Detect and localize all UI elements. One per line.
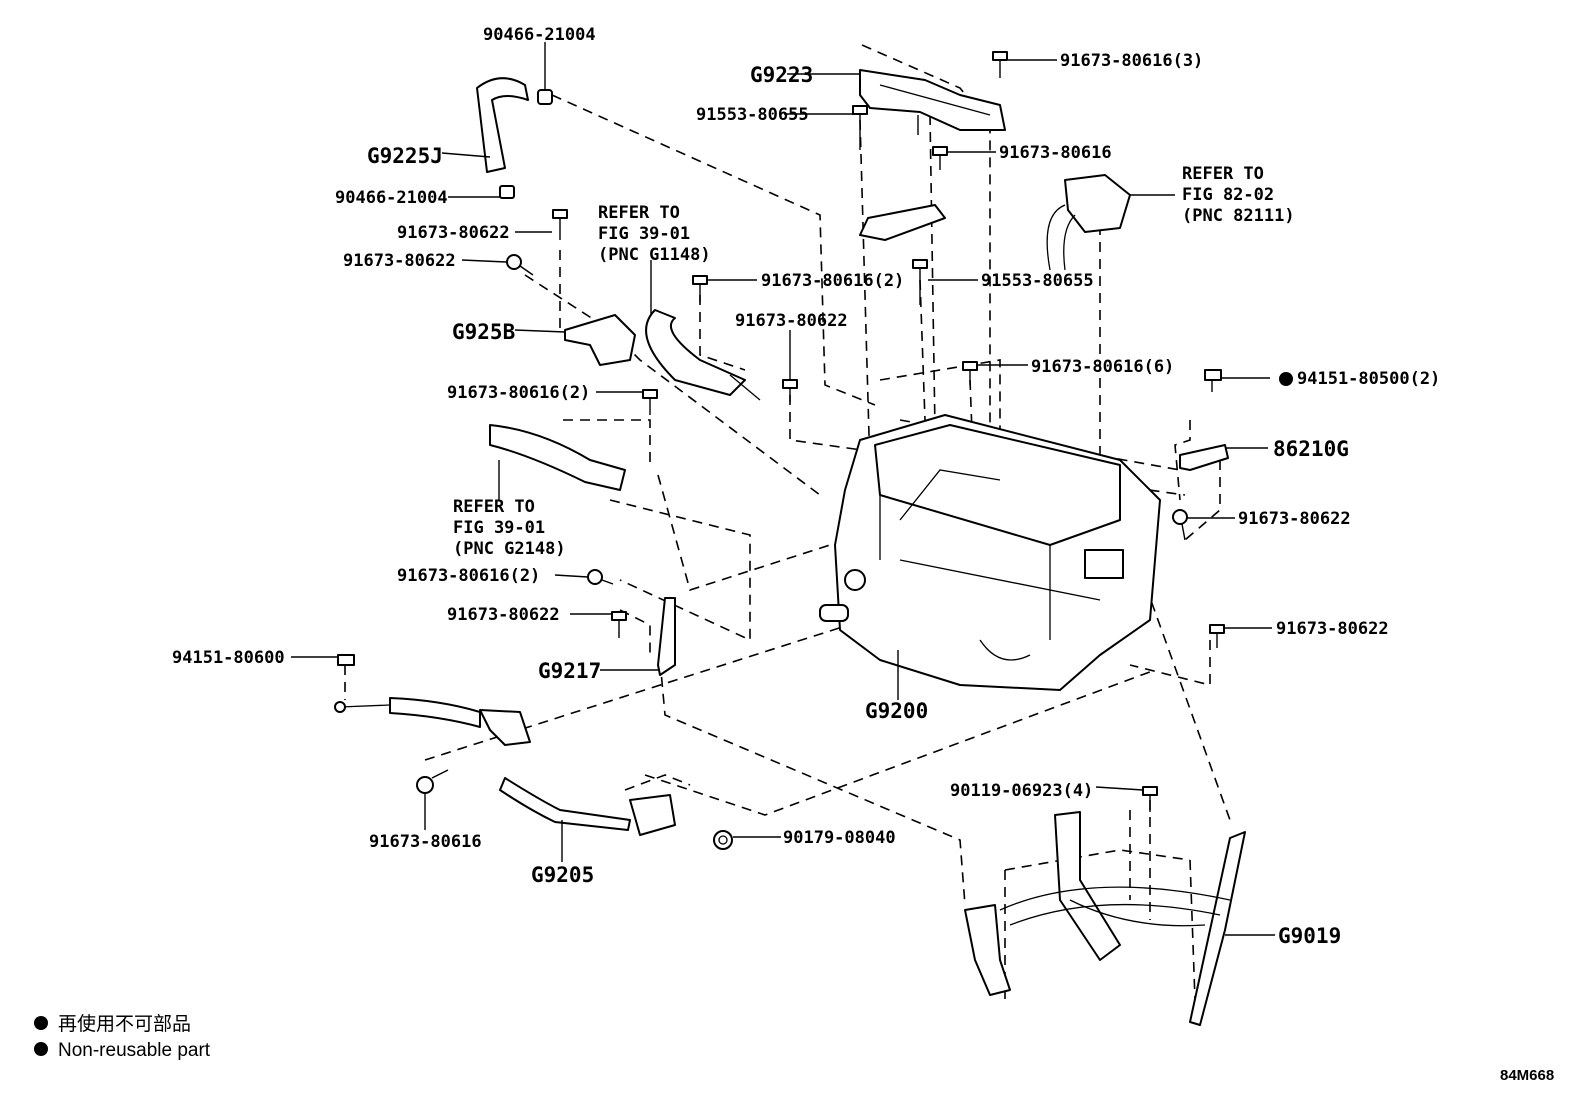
nut-icon (337, 654, 355, 666)
reference-line: REFER TO (453, 497, 535, 517)
frame-g9019 (964, 811, 1246, 1026)
reference-line: (PNC 82111) (1182, 206, 1295, 226)
label-90179-08040: 90179-08040 (783, 828, 896, 848)
label-90466-21004-bottom: 90466-21004 (335, 188, 448, 208)
hose-g9225j (476, 77, 553, 199)
cable-g9205 (499, 777, 676, 836)
reference-82111: REFER TO FIG 82-02 (PNC 82111) (1182, 164, 1295, 226)
bolt-icon (992, 51, 1008, 78)
label-91673-80616-3: 91673-80616(3) (1060, 51, 1203, 71)
legend-text-jp: 再使用不可部品 (58, 1013, 191, 1035)
bolt-icon (1172, 509, 1188, 541)
bolt-icon (416, 769, 449, 794)
label-91553-80655-a: 91553-80655 (696, 105, 809, 125)
plate-center (859, 204, 946, 241)
cable-ref-82111 (1046, 174, 1131, 271)
label-g9200: G9200 (865, 699, 928, 723)
leader-lines (291, 42, 1275, 936)
label-g9217: G9217 (538, 659, 601, 683)
cable-left-assembly (334, 697, 531, 746)
label-91673-80616-a: 91673-80616 (999, 143, 1112, 163)
label-g9225j: G9225J (367, 144, 443, 168)
label-91673-80616-2-c: 91673-80616(2) (397, 566, 540, 586)
bolt-icon (587, 569, 614, 585)
reference-g2148: REFER TO FIG 39-01 (PNC G2148) (453, 497, 566, 559)
legend-bullet-icon (34, 1016, 48, 1030)
reference-line: FIG 39-01 (453, 518, 545, 538)
hose-ref-g1148 (645, 309, 761, 401)
label-g925b: G925B (452, 320, 515, 344)
label-g9205: G9205 (531, 863, 594, 887)
bolt-icon (962, 361, 978, 385)
cable-g9217 (657, 597, 676, 676)
reference-g1148: REFER TO FIG 39-01 (PNC G1148) (598, 203, 711, 265)
bolt-icon (1209, 624, 1225, 648)
label-g9223: G9223 (750, 63, 813, 87)
reference-line: (PNC G1148) (598, 245, 711, 265)
bracket-86210g (1179, 444, 1229, 471)
bolt-icon (611, 611, 627, 638)
heat-shield-g9223 (859, 69, 1006, 135)
bolt-icon (912, 259, 928, 305)
inverter-assembly-g9200 (819, 414, 1161, 691)
label-91673-80622-a: 91673-80622 (397, 223, 510, 243)
label-86210g: 86210G (1273, 437, 1349, 461)
label-90119-06923-4: 90119-06923(4) (950, 781, 1093, 801)
reference-line: (PNC G2148) (453, 539, 566, 559)
label-91673-80616-6: 91673-80616(6) (1031, 357, 1174, 377)
reference-line: REFER TO (1182, 164, 1264, 184)
label-94151-80500-2: 94151-80500(2) (1297, 369, 1440, 389)
label-91673-80616-b: 91673-80616 (369, 832, 482, 852)
hose-ref-g2148 (489, 424, 626, 491)
legend-text-en: Non-reusable part (58, 1040, 211, 1061)
label-91673-80622-b: 91673-80622 (343, 251, 456, 271)
label-91673-80622-c: 91673-80622 (735, 311, 848, 331)
label-91673-80616-2-b: 91673-80616(2) (447, 383, 590, 403)
label-91673-80616-2-a: 91673-80616(2) (761, 271, 904, 291)
bolt-icon (782, 379, 798, 402)
nut-icon (1204, 369, 1222, 392)
bolt-icon (642, 389, 658, 415)
label-91553-80655-b: 91553-80655 (981, 271, 1094, 291)
legend: 再使用不可部品 Non-reusable part (34, 1013, 211, 1061)
diagram-code: 84M668 (1500, 1067, 1554, 1084)
bolt-icon (1142, 786, 1158, 812)
label-91673-80622-f: 91673-80622 (1276, 619, 1389, 639)
nut-icon (713, 830, 733, 850)
reference-line: FIG 82-02 (1182, 185, 1274, 205)
label-91673-80622-e: 91673-80622 (447, 605, 560, 625)
reference-line: REFER TO (598, 203, 680, 223)
bracket-g925b (564, 314, 636, 366)
non-reusable-marker (1279, 372, 1293, 386)
label-g9019: G9019 (1278, 924, 1341, 948)
legend-bullet-icon (34, 1042, 48, 1056)
fasteners (337, 51, 1225, 850)
bolt-icon (692, 275, 708, 302)
label-94151-80600: 94151-80600 (172, 648, 285, 668)
bolt-icon (932, 146, 948, 170)
bolt-icon (852, 105, 868, 150)
label-91673-80622-d: 91673-80622 (1238, 509, 1351, 529)
bolt-icon (552, 209, 568, 240)
label-90466-21004-top: 90466-21004 (483, 25, 596, 45)
bolt-icon (506, 254, 534, 276)
reference-line: FIG 39-01 (598, 224, 690, 244)
